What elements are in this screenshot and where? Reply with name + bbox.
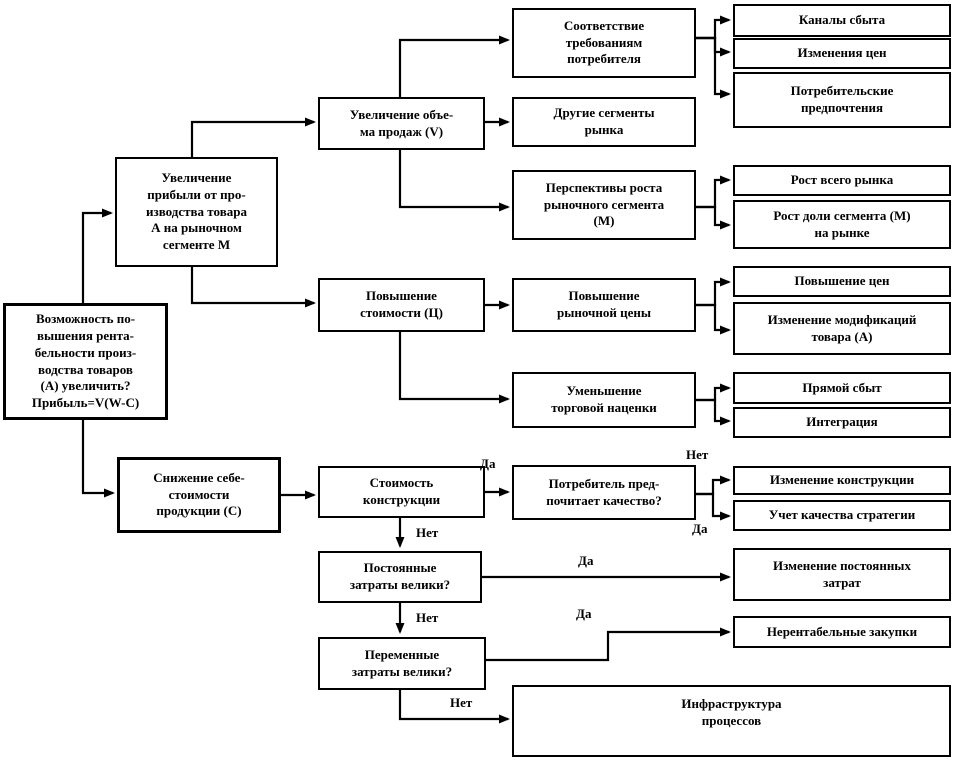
node-price-changes: Изменения цен — [733, 38, 951, 69]
node-conformity: Соответствие требованиям потребителя — [512, 8, 696, 78]
edge-label-yes-fixed: Да — [578, 553, 594, 568]
node-market-price: Повышение рыночной цены — [512, 278, 696, 332]
node-fixed-costs-question: Постоянные затраты велики? — [318, 551, 482, 603]
edge-label-no-fixed: Нет — [416, 525, 439, 540]
node-construction-cost: Стоимость конструкции — [318, 466, 485, 518]
node-margin-reduction: Уменьшение торговой наценки — [512, 372, 696, 428]
node-profit-increase: Увеличение прибыли от про- изводства тов… — [115, 157, 278, 267]
edge-label-no-infrastructure: Нет — [450, 695, 473, 710]
node-variable-costs-question: Переменные затраты велики? — [318, 637, 486, 690]
edge-label-yes-quality: Да — [692, 521, 708, 536]
node-construction-change: Изменение конструкции — [733, 466, 951, 495]
node-cost-reduction: Снижение себе- стоимости продукции (С) — [117, 457, 281, 533]
node-direct-sales: Прямой сбыт — [733, 372, 951, 404]
node-infrastructure: Инфраструктура процессов — [512, 685, 951, 757]
node-price-up: Повышение стоимости (Ц) — [318, 278, 485, 332]
edge-label-no-variable: Нет — [416, 610, 439, 625]
node-fixed-change: Изменение постоянных затрат — [733, 548, 951, 601]
node-integration: Интеграция — [733, 407, 951, 438]
edge-label-yes-variable: Да — [576, 606, 592, 621]
edge-label-no-quality: Нет — [686, 447, 709, 462]
node-consumer-prefs: Потребительские предпочтения — [733, 72, 951, 128]
node-consumer-quality-question: Потребитель пред- почитает качество? — [512, 465, 696, 520]
node-growth-prospects: Перспективы роста рыночного сегмента (М) — [512, 170, 696, 240]
node-sales-channels: Каналы сбыта — [733, 4, 951, 37]
node-unprofitable-purchases: Нерентабельные закупки — [733, 616, 951, 648]
node-root-question: Возможность по- вышения рента- бельности… — [3, 303, 168, 420]
edge-label-yes-construction: Да — [480, 456, 496, 471]
node-modifications: Изменение модификаций товара (А) — [733, 302, 951, 355]
node-other-segments: Другие сегменты рынка — [512, 97, 696, 147]
node-quality-strategy: Учет качества стратегии — [733, 500, 951, 531]
node-segment-share: Рост доли сегмента (М) на рынке — [733, 200, 951, 249]
node-market-growth: Рост всего рынка — [733, 165, 951, 196]
node-sales-volume: Увеличение объе- ма продаж (V) — [318, 97, 485, 150]
node-price-increase: Повышение цен — [733, 266, 951, 297]
